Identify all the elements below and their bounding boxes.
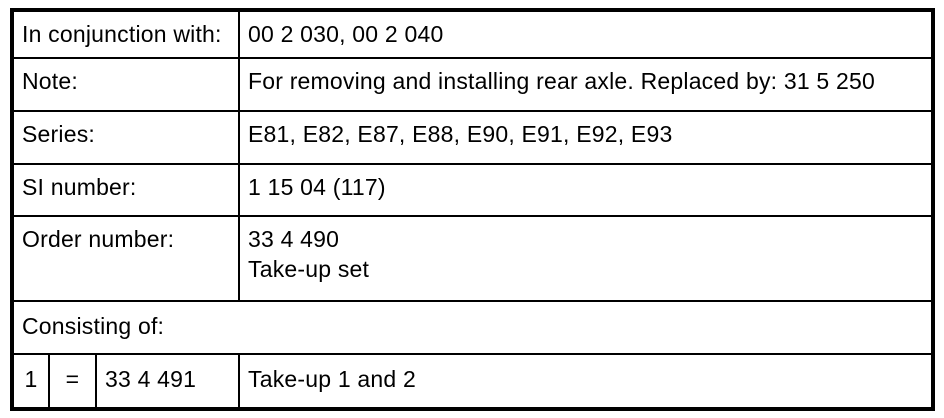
row-note: Note: For removing and installing rear a… bbox=[14, 59, 931, 112]
row-in-conjunction: In conjunction with: 00 2 030, 00 2 040 bbox=[14, 12, 931, 59]
row-si-number: SI number: 1 15 04 (117) bbox=[14, 165, 931, 217]
component-1-equals-sign: = bbox=[50, 355, 97, 407]
order-number-value: 33 4 490 Take-up set bbox=[240, 217, 931, 300]
parts-info-table: In conjunction with: 00 2 030, 00 2 040 … bbox=[10, 8, 935, 411]
row-series: Series: E81, E82, E87, E88, E90, E91, E9… bbox=[14, 112, 931, 165]
series-label: Series: bbox=[14, 112, 240, 163]
note-value: For removing and installing rear axle. R… bbox=[248, 68, 875, 94]
row-component-1: 1 = 33 4 491 Take-up 1 and 2 bbox=[14, 355, 931, 407]
in-conjunction-label: In conjunction with: bbox=[14, 12, 240, 57]
order-number-value-line2: Take-up set bbox=[248, 256, 370, 282]
component-1-position: 1 bbox=[14, 355, 50, 407]
component-1-part-number: 33 4 491 bbox=[97, 355, 240, 407]
note-label: Note: bbox=[14, 59, 240, 110]
row-consisting-of: Consisting of: bbox=[14, 302, 931, 355]
series-value: E81, E82, E87, E88, E90, E91, E92, E93 bbox=[248, 121, 673, 147]
si-number-label: SI number: bbox=[14, 165, 240, 215]
order-number-label: Order number: bbox=[14, 217, 240, 300]
row-order-number: Order number: 33 4 490 Take-up set bbox=[14, 217, 931, 302]
consisting-of-label: Consisting of: bbox=[22, 313, 165, 339]
in-conjunction-value: 00 2 030, 00 2 040 bbox=[248, 21, 444, 47]
si-number-value: 1 15 04 (117) bbox=[248, 174, 386, 200]
component-1-description: Take-up 1 and 2 bbox=[248, 366, 416, 392]
order-number-value-line1: 33 4 490 bbox=[248, 226, 340, 252]
